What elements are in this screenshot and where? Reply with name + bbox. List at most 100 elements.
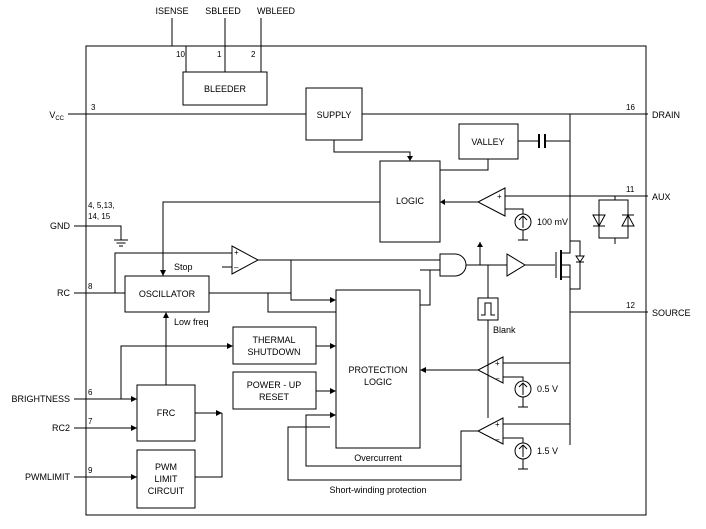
wire-logic-osc xyxy=(162,201,380,276)
valley-label: VALLEY xyxy=(471,137,504,147)
label-1-5v: 1.5 V xyxy=(537,446,558,456)
wire-osc-prot2 xyxy=(209,292,336,313)
pin-rc2-label: RC2 xyxy=(52,423,70,433)
arrow-pwmlimit xyxy=(131,474,137,480)
wire-prot-logic-out xyxy=(420,269,440,306)
pin-rc-number: 8 xyxy=(88,282,93,291)
rc-comp-minus: – xyxy=(234,263,239,272)
arrow-rc2-frc xyxy=(131,425,137,431)
pin-drain-number: 16 xyxy=(626,103,635,112)
protection-label-1: PROTECTION xyxy=(348,365,407,375)
pin-pwmlimit-label: PWMLIMIT xyxy=(25,472,70,482)
blank-pulse-icon xyxy=(481,302,495,316)
wire-osc-out xyxy=(209,260,292,294)
wire-pwm-frc xyxy=(195,413,223,478)
logic-label: LOGIC xyxy=(396,196,425,206)
pwm-label-3: CIRCUIT xyxy=(148,486,185,496)
pin-isense-number: 10 xyxy=(176,50,185,59)
rc-comp-plus: + xyxy=(234,248,239,257)
pin-vcc-number: 3 xyxy=(91,103,96,112)
comp15-plus: + xyxy=(495,420,500,429)
wire-15v xyxy=(503,437,524,443)
wire-05v xyxy=(503,376,524,381)
pin-gnd-number-a: 4, 5,13, xyxy=(88,201,115,210)
powerup-label-2: RESET xyxy=(259,392,290,402)
comp05-minus: – xyxy=(495,374,500,383)
oscillator-label: OSCILLATOR xyxy=(139,289,196,299)
chip-outline xyxy=(85,45,647,516)
wire-diode-bridge xyxy=(598,196,629,239)
arrow-supply-logic xyxy=(407,156,413,161)
comparator-0-5v xyxy=(476,356,504,384)
label-short-winding: Short-winding protection xyxy=(329,485,426,495)
bleeder-block xyxy=(182,71,268,106)
comp15-minus: – xyxy=(495,435,500,444)
arrow-auxcomp-logic xyxy=(440,199,445,205)
power-up-reset-block xyxy=(232,371,317,410)
arrow-osc-prot xyxy=(330,297,336,303)
arrow-thermal-prot xyxy=(330,343,336,349)
label-blank: Blank xyxy=(493,325,516,335)
label-stop: Stop xyxy=(174,262,193,272)
pin-brightness-label: BRIGHTNESS xyxy=(11,394,70,404)
arrow-frc-osc xyxy=(163,312,169,318)
label-overcurrent: Overcurrent xyxy=(354,453,402,463)
thermal-label-1: THERMAL xyxy=(252,335,295,345)
pwm-label-2: LIMIT xyxy=(154,474,178,484)
wire-overcurrent xyxy=(305,414,478,467)
protection-label-2: LOGIC xyxy=(364,377,393,387)
arrow-comp05-prot xyxy=(420,367,426,373)
diode-left-symbol xyxy=(592,214,606,228)
pin-sbleed-number: 1 xyxy=(217,50,222,59)
capacitor-symbol xyxy=(538,134,546,148)
thermal-label-2: SHUTDOWN xyxy=(248,347,301,357)
arrow-brightness-thermal xyxy=(227,343,233,349)
ground-symbol xyxy=(114,239,128,247)
comparator-1-5v xyxy=(476,417,504,445)
label-100mv: 100 mV xyxy=(537,217,568,227)
bleeder-label: BLEEDER xyxy=(204,84,247,94)
pin-source-label: SOURCE xyxy=(652,308,691,318)
arrow-logic-and xyxy=(477,242,483,247)
pin-aux-number: 11 xyxy=(626,185,635,194)
pin-vcc-label: VCC xyxy=(49,110,64,122)
wire-short-winding xyxy=(287,426,462,481)
pin-isense-label: ISENSE xyxy=(155,6,188,16)
wire-gnd xyxy=(74,225,122,240)
wire-supply-logic xyxy=(333,140,411,161)
frc-label: FRC xyxy=(157,408,176,418)
pin-gnd-number-b: 14, 15 xyxy=(88,212,111,221)
supply-block xyxy=(305,87,363,141)
pwm-limit-circuit-block xyxy=(136,449,196,509)
wire-osc-prot xyxy=(290,260,330,301)
pin-brightness-number: 6 xyxy=(88,388,93,397)
arrow-powerup-prot xyxy=(330,388,336,394)
pin-wbleed-number: 2 xyxy=(251,50,256,59)
wire-rc-comp xyxy=(114,252,232,293)
mosfet-symbol xyxy=(555,240,585,290)
thermal-shutdown-block xyxy=(232,326,317,365)
pin-drain-label: DRAIN xyxy=(652,110,680,120)
pin-pwmlimit-number: 9 xyxy=(88,466,93,475)
rc-comparator xyxy=(231,245,260,275)
pin-rc2-number: 7 xyxy=(88,417,93,426)
blank-block xyxy=(477,297,499,321)
diode-right-symbol xyxy=(621,213,635,227)
wire-brightness-thermal xyxy=(120,345,227,399)
logic-block xyxy=(379,160,441,243)
arrow-brightness-frc xyxy=(131,396,137,402)
pin-wbleed-label: WBLEED xyxy=(257,6,296,16)
protection-logic-block xyxy=(335,289,421,449)
gate-driver xyxy=(506,253,526,277)
aux-comp-plus: + xyxy=(497,192,502,201)
oscillator-block xyxy=(124,275,210,313)
pin-rc-label: RC xyxy=(57,288,70,298)
wire-valley-logic xyxy=(440,159,489,171)
supply-label: SUPPLY xyxy=(317,110,352,120)
pin-source-number: 12 xyxy=(626,301,635,310)
wire-100mv xyxy=(505,208,524,214)
aux-comparator xyxy=(476,187,506,217)
pin-gnd-label: GND xyxy=(50,221,71,231)
label-0-5v: 0.5 V xyxy=(537,384,558,394)
pin-aux-label: AUX xyxy=(652,192,671,202)
